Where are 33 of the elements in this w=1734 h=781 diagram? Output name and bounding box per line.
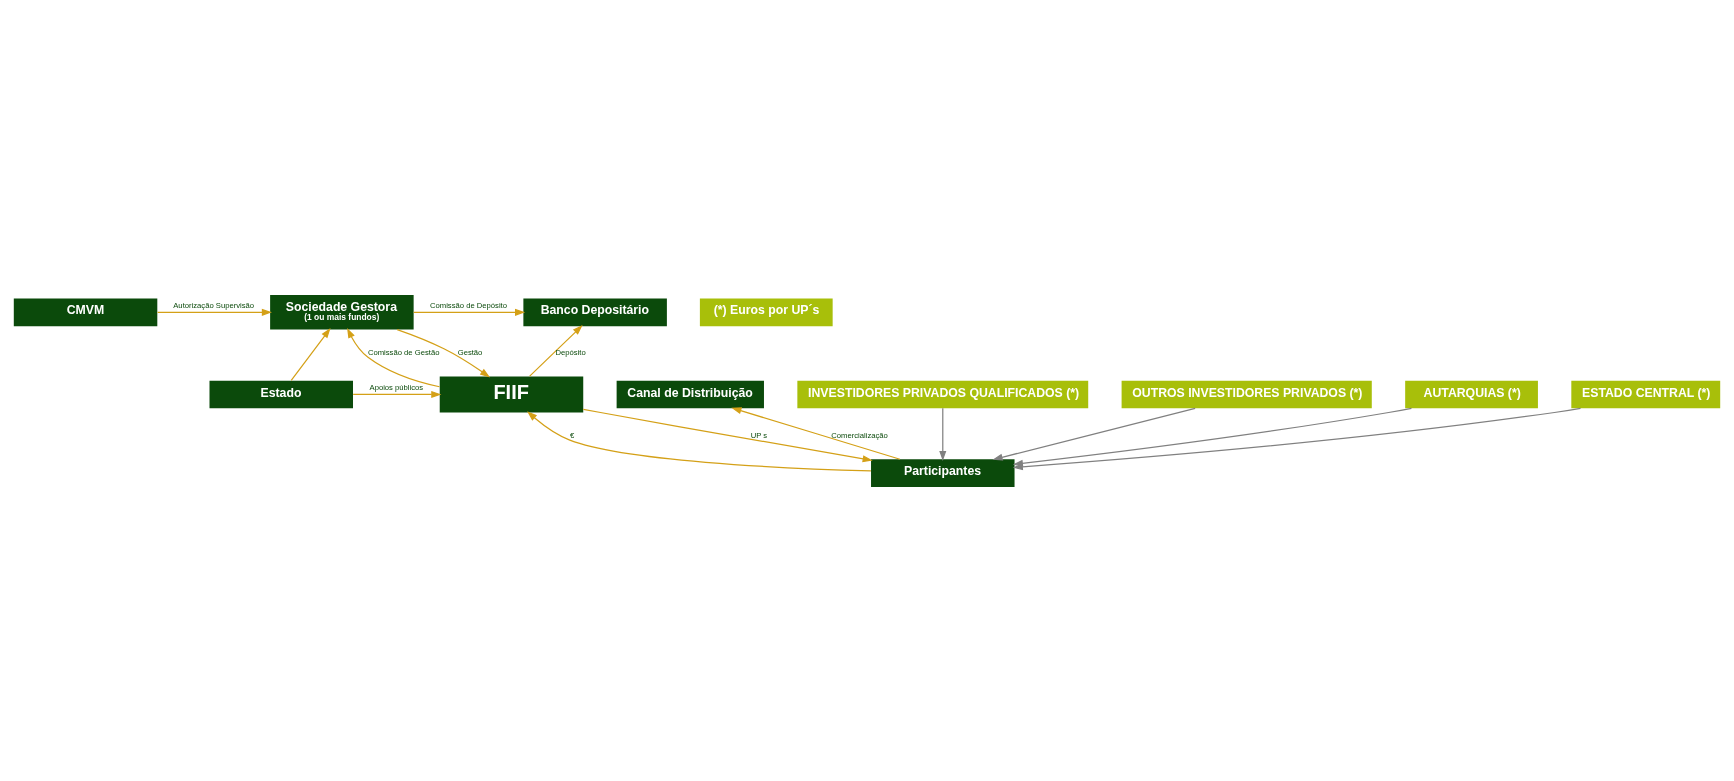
arrow [396,328,491,377]
edge-label: Comercialização [831,430,888,440]
arrow [529,324,583,377]
node-box: FIIF [439,375,584,412]
arrow [413,308,526,316]
edge-label: UP s [750,430,768,440]
arrow [731,406,901,460]
edge-label: Depósito [555,347,586,357]
edge-label: Comissão de Depósito [429,300,508,310]
arrow [347,327,441,387]
edge-label: Apoios públicos [369,382,424,392]
arrow [352,390,442,398]
arrow [527,410,872,472]
arrow [290,327,331,381]
node-box: Participantes [871,458,1015,487]
node-box: Estado [209,380,353,408]
arrow [939,407,947,461]
edge-label: € [569,430,575,440]
node-box: ESTADO CENTRAL (*) [1571,380,1721,408]
node-box: CMVM [13,298,158,326]
node-box: Banco Depositário [523,298,667,326]
arrow [157,308,272,316]
arrow [992,407,1196,461]
edge-label: Gestão [457,347,483,357]
node-box: OUTROS INVESTIDORES PRIVADOS (*) [1121,380,1372,408]
node-box: Canal de Distribuição [616,380,764,408]
node-box: Sociedade Gestora (1 ou mais fundos) [270,294,414,330]
node-box: (*) Euros por UP´s [699,298,833,326]
arrow [582,408,873,462]
node-box: AUTARQUIAS (*) [1405,380,1538,408]
edge-label: Comissão de Gestão [367,347,440,357]
edge-label: Autorização Supervisão [173,300,255,310]
node-box: INVESTIDORES PRIVADOS QUALIFICADOS (*) [797,380,1089,408]
